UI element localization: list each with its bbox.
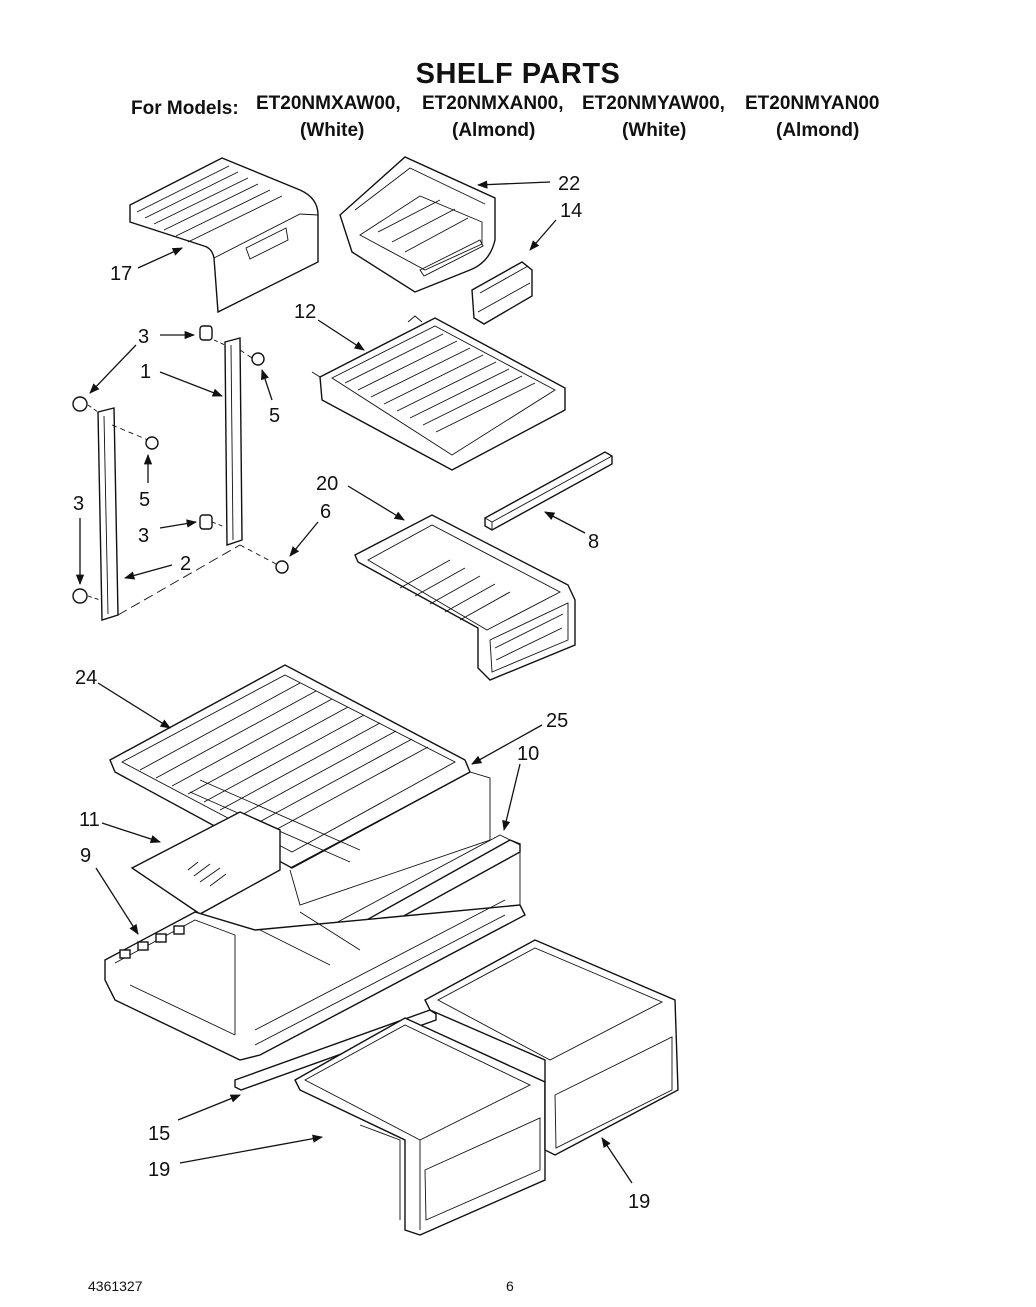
callout-6: 6 [320,501,331,523]
callout-9: 9 [80,845,91,867]
callout-17: 17 [110,263,132,285]
callout-22: 22 [558,173,580,195]
callout-5-left: 5 [139,489,150,511]
part-9-crisper-frame [104,899,526,1061]
callout-10: 10 [517,743,539,765]
model-code-1: ET20NMXAW00, [256,93,401,114]
callout-19-left: 19 [148,1159,170,1181]
callout-1: 1 [140,361,151,383]
model-code-4: ET20NMYAN00 [745,93,880,114]
part-14-clip [471,261,533,325]
callout-2: 2 [180,553,191,575]
callout-14: 14 [560,200,582,222]
callout-12: 12 [294,301,316,323]
part-22-bin [339,156,496,293]
document-number: 4361327 [88,1278,143,1294]
model-variant-1: (White) [300,120,365,141]
page-title: SHELF PARTS [415,58,621,90]
callout-25: 25 [546,710,568,732]
part-19-crisper-right [424,939,679,1156]
part-12-shelf [311,315,566,471]
callout-11: 11 [79,809,100,831]
callout-5-right: 5 [269,405,280,427]
callout-20: 20 [316,473,338,495]
callout-3-top: 3 [138,326,149,348]
model-variant-4: (Almond) [776,120,860,141]
part-11-glass [130,811,281,915]
leader-lines [75,180,633,1184]
part-8-rail [484,451,613,531]
model-variant-3: (White) [622,120,687,141]
callout-24: 24 [75,667,97,689]
part-1-2-supports [72,325,289,621]
part-19-crisper-left [294,1017,546,1236]
model-code-2: ET20NMXAN00, [422,93,564,114]
callout-15: 15 [148,1123,170,1145]
model-code-3: ET20NMYAW00, [582,93,725,114]
callout-3-mid: 3 [138,525,149,547]
callout-19-right: 19 [628,1191,650,1213]
models-label: For Models: [131,98,239,119]
part-17-cover [129,157,319,314]
callout-8: 8 [588,531,599,553]
model-variant-2: (Almond) [452,120,536,141]
callout-3-left: 3 [73,493,84,515]
page-number: 6 [506,1278,514,1294]
part-20-drawer [354,514,576,681]
